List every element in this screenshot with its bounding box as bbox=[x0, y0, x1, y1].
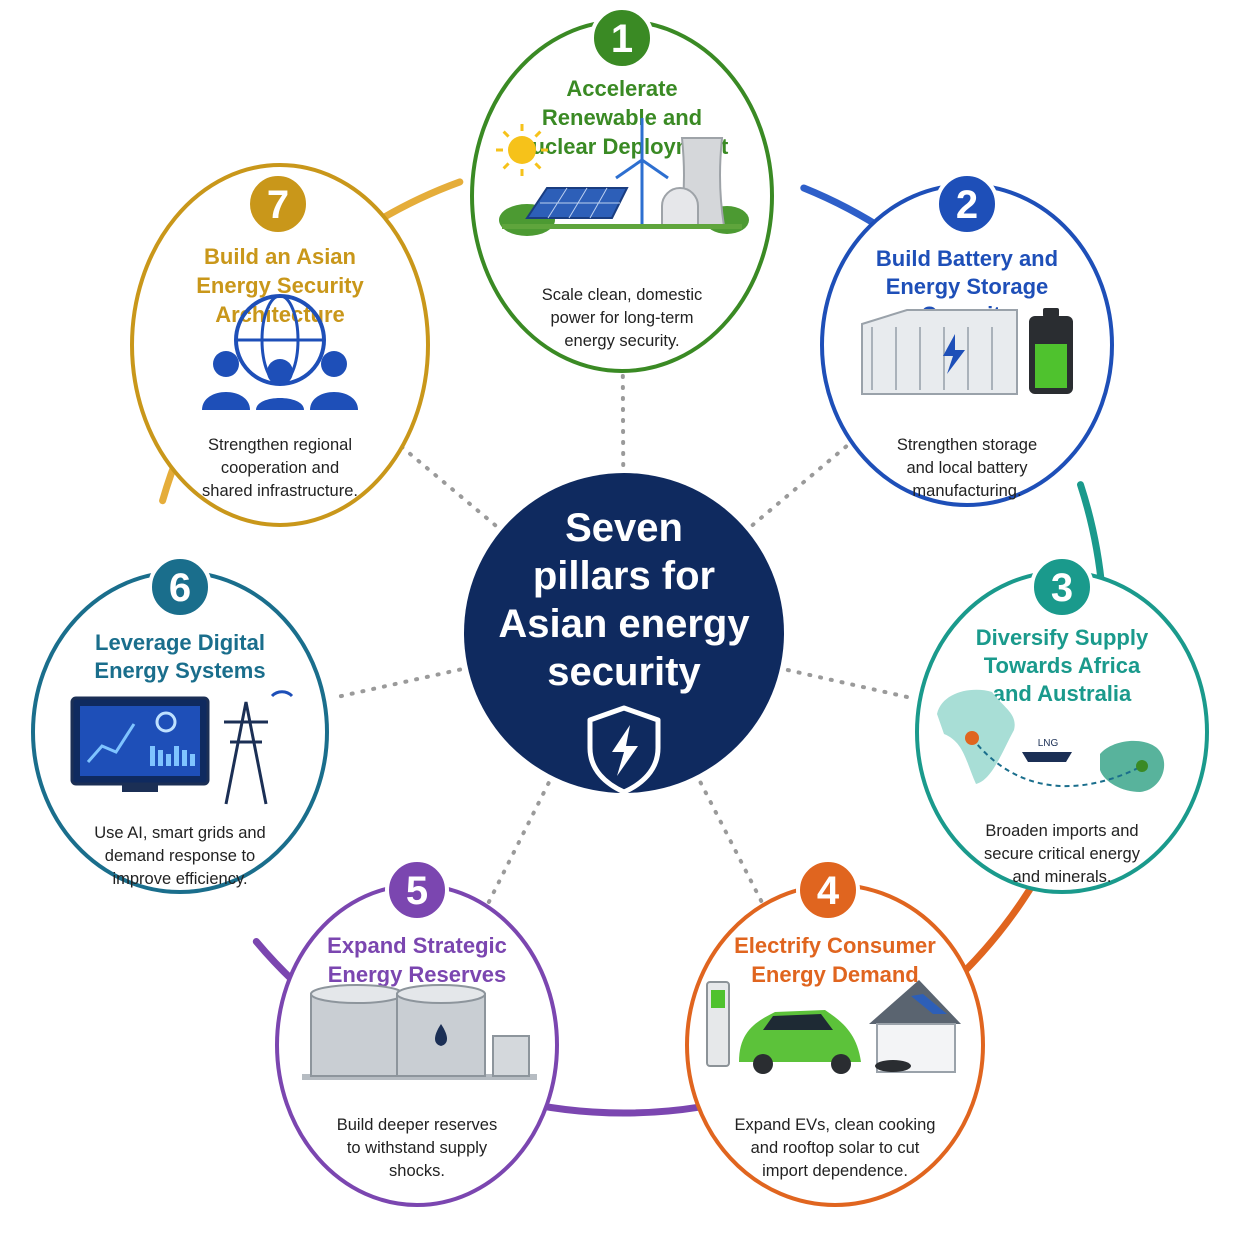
pillar-title-line: Energy Storage bbox=[886, 274, 1049, 299]
center-title-line: Seven bbox=[565, 506, 683, 550]
pillar-description-line: improve efficiency. bbox=[112, 870, 247, 888]
pillar-title-line: Build Battery and bbox=[876, 246, 1058, 271]
connector-line bbox=[620, 351, 626, 468]
pillar-title-line: Architecture bbox=[215, 302, 345, 327]
pillar-number-badge: 5 bbox=[385, 858, 449, 922]
pillar-title-line: and Australia bbox=[993, 681, 1132, 706]
pillar-description-line: manufacturing. bbox=[912, 482, 1021, 500]
pillar-number: 6 bbox=[169, 566, 191, 610]
pillar-description-line: Strengthen regional bbox=[208, 436, 352, 454]
center-title-line: security bbox=[547, 650, 701, 694]
pillar-description-line: demand response to bbox=[105, 847, 255, 865]
pillar-description-line: power for long-term bbox=[550, 309, 693, 327]
pillar-number-badge: 3 bbox=[1030, 555, 1094, 619]
center-hub: Seven pillars for Asian energy security bbox=[464, 473, 784, 795]
pillar-description-line: and minerals. bbox=[1012, 868, 1111, 886]
pillar-title-line: Towards Africa bbox=[984, 653, 1141, 678]
center-title-line: pillars for bbox=[533, 554, 715, 598]
dotted-connectors bbox=[329, 351, 915, 915]
pillar-number: 5 bbox=[406, 869, 428, 913]
connector-line bbox=[481, 781, 551, 915]
ev-charger-car-house-icon bbox=[706, 980, 961, 1074]
pillar-description-line: cooperation and bbox=[221, 459, 339, 477]
pillar-description-line: Build deeper reserves bbox=[337, 1116, 498, 1134]
pillar-number-badge: 7 bbox=[246, 172, 310, 236]
pillar-title-line: Build an Asian bbox=[204, 244, 356, 269]
pillar-number-badge: 4 bbox=[796, 858, 860, 922]
connector-line bbox=[329, 667, 463, 701]
pillar-description-line: Broaden imports and bbox=[985, 822, 1138, 840]
pillar-number: 4 bbox=[817, 869, 840, 913]
pillar-number-badge: 6 bbox=[148, 555, 212, 619]
pillar-description-line: shocks. bbox=[389, 1162, 445, 1180]
dashboard-pylon-icon bbox=[70, 690, 294, 805]
battery-storage-icon bbox=[861, 308, 1073, 395]
pillar-description-line: import dependence. bbox=[762, 1162, 908, 1180]
africa-australia-lng-map-icon: LNG bbox=[937, 689, 1165, 792]
connector-line bbox=[750, 441, 852, 527]
pillar-description-line: Expand EVs, clean cooking bbox=[735, 1116, 936, 1134]
pillar-description-line: Strengthen storage bbox=[897, 436, 1037, 454]
pillar-title-line: Energy Systems bbox=[94, 658, 265, 683]
pillar-description-line: secure critical energy bbox=[984, 845, 1141, 863]
pillar-description-line: and rooftop solar to cut bbox=[751, 1139, 920, 1157]
pillar-description-line: Scale clean, domestic bbox=[542, 286, 703, 304]
pillar-number-badge: 1 bbox=[590, 6, 654, 70]
shield-lightning-icon bbox=[587, 705, 661, 795]
lng-label: LNG bbox=[1038, 738, 1059, 749]
pillar-description-line: shared infrastructure. bbox=[202, 482, 358, 500]
pillar-title-line: Energy Demand bbox=[751, 962, 919, 987]
pillar-number-badge: 2 bbox=[935, 172, 999, 236]
pillar-description-line: energy security. bbox=[564, 332, 679, 350]
pillar-title-line: Leverage Digital bbox=[95, 630, 265, 655]
pillar-number: 2 bbox=[956, 183, 978, 227]
pillar-description-line: to withstand supply bbox=[347, 1139, 488, 1157]
connector-line bbox=[698, 780, 766, 909]
pillar-description-line: and local battery bbox=[906, 459, 1028, 477]
pillar-title-line: Energy Security bbox=[196, 273, 364, 298]
oil-storage-tanks-icon bbox=[302, 984, 537, 1080]
pillar-number: 7 bbox=[267, 183, 289, 227]
pillar-title-line: Diversify Supply bbox=[976, 625, 1149, 650]
connector-line bbox=[397, 443, 498, 528]
pillar-number: 3 bbox=[1051, 566, 1073, 610]
center-title-line: Asian energy bbox=[498, 602, 750, 646]
pillar-title-line: Energy Reserves bbox=[328, 962, 507, 987]
connector-line bbox=[785, 668, 915, 701]
pillar-number: 1 bbox=[611, 17, 633, 61]
pillar-title-line: Electrify Consumer bbox=[734, 933, 936, 958]
pillar-title-line: Renewable and bbox=[542, 105, 702, 130]
pillar-description-line: Use AI, smart grids and bbox=[94, 824, 266, 842]
pillar-title-line: Expand Strategic bbox=[327, 933, 507, 958]
solar-wind-nuclear-icon bbox=[496, 118, 749, 236]
pillar-title-line: Accelerate bbox=[566, 76, 677, 101]
globe-people-icon bbox=[202, 294, 358, 410]
pillar-card bbox=[130, 163, 430, 527]
center-circle bbox=[464, 473, 784, 793]
